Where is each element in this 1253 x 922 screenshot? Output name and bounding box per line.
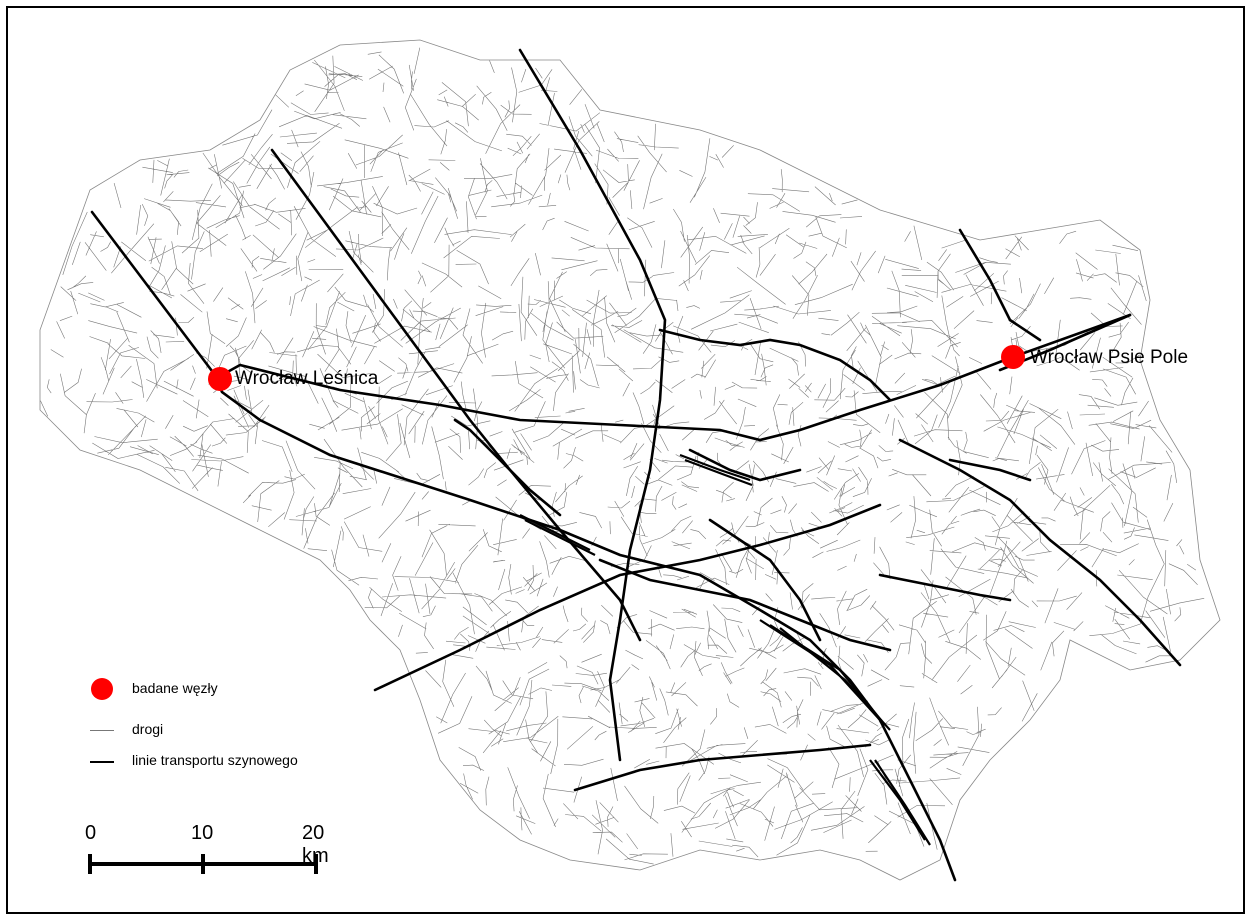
map-frame: [6, 6, 1245, 914]
rail-yards: [519, 453, 931, 846]
rail-line: [958, 228, 1012, 322]
legend-label-nodes: badane węzły: [132, 680, 218, 696]
legend-label-roads: drogi: [132, 721, 164, 737]
road-segments: [40, 47, 1205, 865]
rail-line: [453, 418, 562, 517]
legend-rail-line: [90, 761, 114, 763]
rail-line: [688, 448, 802, 482]
rail-line: [708, 518, 822, 642]
scale-bar-graphic: [88, 854, 318, 874]
legend-label-rail: linie transportu szynowego: [132, 752, 298, 768]
rail-line: [220, 313, 1132, 442]
rail-line: [573, 743, 872, 792]
rail-line: [373, 503, 882, 692]
rail-line: [948, 458, 1032, 482]
legend-node-icon: [91, 678, 113, 700]
city-boundary: [39, 39, 1221, 881]
node-marker-lesnica: [208, 367, 232, 391]
legend-road-line: [90, 730, 114, 731]
rail-line: [658, 328, 892, 402]
rail-line: [898, 438, 1182, 667]
road-network: [40, 47, 1205, 865]
node-label-psie-pole: Wrocław Psie Pole: [1030, 347, 1189, 368]
node-marker-psie-pole: [1001, 345, 1025, 369]
rail-line: [518, 48, 667, 762]
rail-line: [878, 573, 1012, 602]
node-label-lesnica: Wrocław Leśnica: [235, 368, 379, 389]
scale-tick-10: 10: [191, 822, 214, 844]
scale-tick-0: 0: [85, 822, 97, 844]
rail-line: [598, 558, 892, 652]
rail-line: [1008, 318, 1042, 342]
